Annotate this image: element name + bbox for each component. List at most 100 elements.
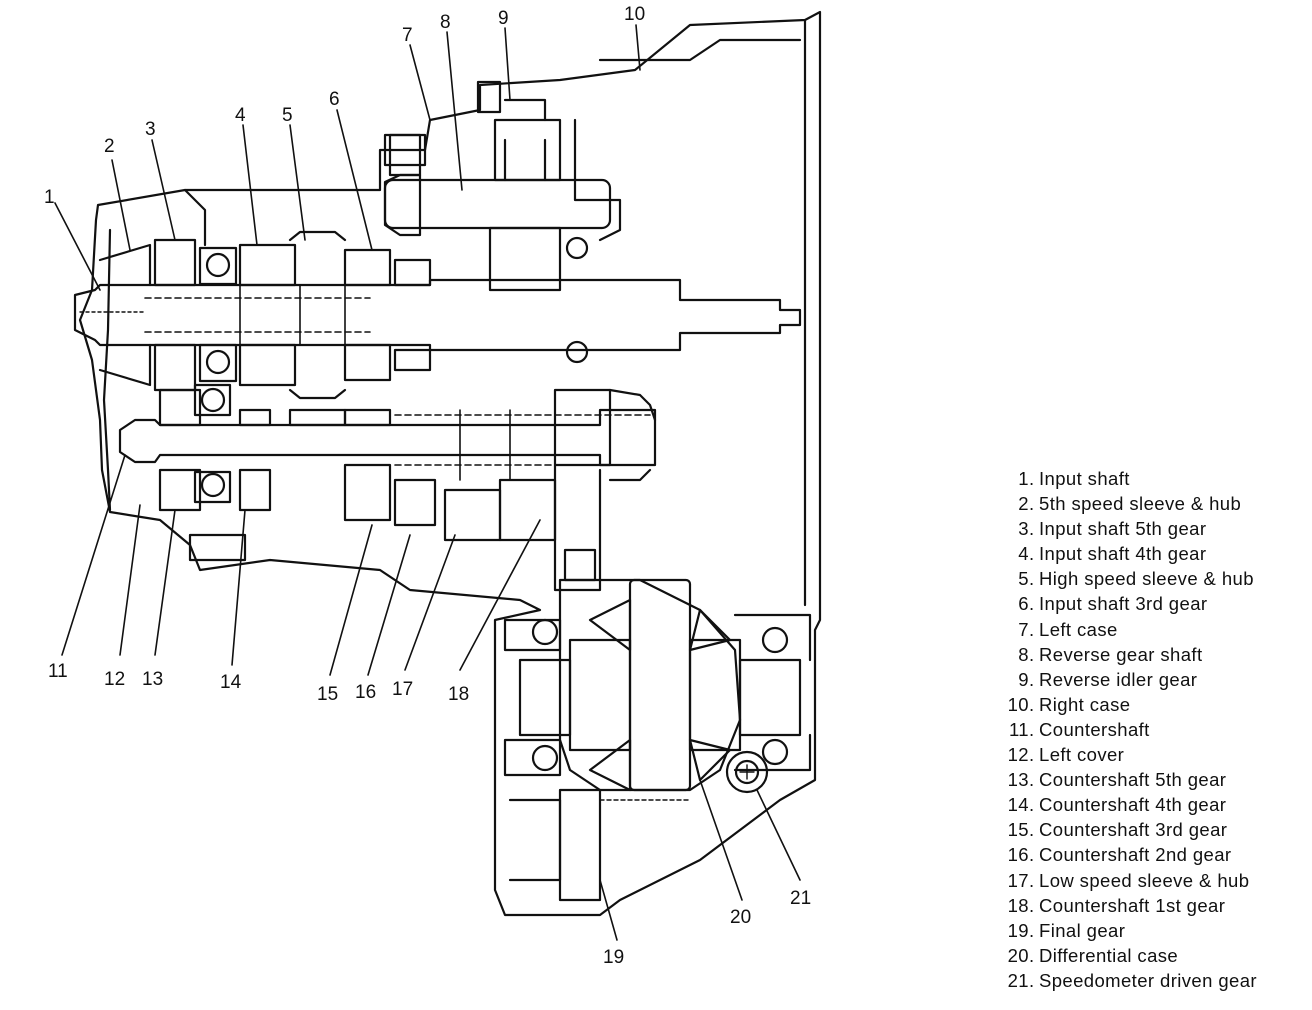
- legend-number: 19: [1007, 919, 1029, 941]
- legend-label: Countershaft: [1039, 718, 1150, 740]
- legend-label: Reverse idler gear: [1039, 668, 1198, 690]
- housing-outline: [78, 10, 822, 917]
- legend-item: 2.5th speed sleeve & hub: [1003, 491, 1257, 516]
- callout-19: 19: [603, 947, 624, 968]
- legend-number: 18: [1007, 894, 1029, 916]
- legend-label: Countershaft 5th gear: [1039, 769, 1227, 791]
- reverse-idler-gear: [488, 98, 562, 292]
- callout-12: 12: [104, 669, 125, 690]
- legend-number: 3: [1018, 518, 1029, 540]
- callout-15: 15: [317, 684, 338, 705]
- legend-label: Input shaft: [1039, 468, 1130, 489]
- legend-label: Final gear: [1039, 919, 1126, 941]
- callout-4: 4: [235, 105, 246, 126]
- callout-2: 2: [104, 136, 115, 157]
- legend-label: High speed sleeve & hub: [1039, 568, 1254, 590]
- legend-number: 10: [1007, 693, 1029, 715]
- callout-9: 9: [498, 8, 509, 29]
- callout-1: 1: [44, 187, 55, 208]
- callout-20: 20: [730, 907, 751, 928]
- callout-5: 5: [282, 105, 293, 126]
- legend-label: Countershaft 2nd gear: [1039, 844, 1232, 866]
- callout-numbers: 1 2 3 4 5 6 7 8 9 10 11 12 13 14 15 16 1…: [44, 4, 811, 968]
- speedometer-driven-gear: [725, 750, 769, 794]
- legend-number: 1: [1018, 468, 1029, 489]
- callout-10: 10: [624, 4, 645, 25]
- legend-number: 14: [1007, 794, 1029, 816]
- input-shaft-gears: [98, 230, 432, 400]
- callout-17: 17: [392, 679, 413, 700]
- parts-legend: 1.Input shaft 2.5th speed sleeve & hub 3…: [1003, 466, 1257, 993]
- legend-label: Input shaft 5th gear: [1039, 518, 1207, 540]
- legend-label: Countershaft 1st gear: [1039, 894, 1226, 916]
- legend-number: 21: [1007, 969, 1029, 991]
- legend-label: Right case: [1039, 693, 1131, 715]
- legend-label: Reverse gear shaft: [1039, 643, 1203, 665]
- callout-6: 6: [329, 89, 340, 110]
- legend-item: 17.Low speed sleeve & hub: [1003, 868, 1257, 893]
- case-bolts: [383, 80, 597, 582]
- legend-label: Left case: [1039, 618, 1118, 640]
- legend-label: Input shaft 4th gear: [1039, 543, 1207, 565]
- callout-8: 8: [440, 12, 451, 33]
- legend-item: 16.Countershaft 2nd gear: [1003, 842, 1257, 867]
- legend-number: 8: [1018, 643, 1029, 665]
- legend-item: 8.Reverse gear shaft: [1003, 642, 1257, 667]
- callout-14: 14: [220, 672, 242, 693]
- callout-3: 3: [145, 119, 156, 140]
- legend-item: 20.Differential case: [1003, 943, 1257, 968]
- legend-item: 9.Reverse idler gear: [1003, 667, 1257, 692]
- legend-item: 4.Input shaft 4th gear: [1003, 541, 1257, 566]
- legend-number: 4: [1018, 543, 1029, 565]
- legend-item: 6.Input shaft 3rd gear: [1003, 591, 1257, 616]
- legend-item: 1.Input shaft: [1003, 466, 1257, 491]
- legend-item: 14.Countershaft 4th gear: [1003, 792, 1257, 817]
- legend-number: 12: [1007, 744, 1029, 766]
- callout-7: 7: [402, 25, 413, 46]
- legend-number: 16: [1007, 844, 1029, 866]
- legend-label: Differential case: [1039, 944, 1179, 966]
- legend-number: 11: [1008, 718, 1029, 740]
- input-shaft-bearings: [198, 236, 589, 383]
- leader-lines: [54, 24, 801, 941]
- legend-number: 9: [1018, 668, 1029, 690]
- left-cover-outline: [102, 228, 112, 512]
- legend-label: Countershaft 4th gear: [1039, 794, 1227, 816]
- legend-number: 15: [1007, 819, 1029, 841]
- countershaft-bearings: [188, 383, 247, 562]
- legend-item: 19.Final gear: [1003, 918, 1257, 943]
- legend-item: 3.Input shaft 5th gear: [1003, 516, 1257, 541]
- legend-item: 7.Left case: [1003, 617, 1257, 642]
- legend-number: 7: [1018, 618, 1029, 640]
- legend-item: 11.Countershaft: [1003, 717, 1257, 742]
- legend-number: 17: [1007, 869, 1029, 891]
- legend-item: 21.Speedometer driven gear: [1003, 968, 1257, 993]
- callout-11: 11: [48, 661, 68, 682]
- countershaft-gears: [158, 388, 657, 592]
- legend-label: Left cover: [1039, 744, 1125, 766]
- legend-number: 2: [1018, 493, 1029, 515]
- callout-13: 13: [142, 669, 163, 690]
- legend-item: 12.Left cover: [1003, 742, 1257, 767]
- legend-number: 20: [1007, 944, 1029, 966]
- legend-label: Countershaft 3rd gear: [1039, 819, 1228, 841]
- legend-label: Speedometer driven gear: [1039, 969, 1257, 991]
- legend-item: 13.Countershaft 5th gear: [1003, 767, 1257, 792]
- callout-16: 16: [355, 682, 376, 703]
- callout-18: 18: [448, 684, 469, 705]
- legend-item: 5.High speed sleeve & hub: [1003, 566, 1257, 591]
- legend-number: 6: [1018, 593, 1029, 615]
- legend-item: 10.Right case: [1003, 692, 1257, 717]
- legend-label: Low speed sleeve & hub: [1039, 869, 1250, 891]
- legend-number: 5: [1018, 568, 1029, 590]
- legend-label: Input shaft 3rd gear: [1039, 593, 1208, 615]
- callout-21: 21: [790, 888, 811, 909]
- legend-number: 13: [1007, 769, 1029, 791]
- legend-item: 15.Countershaft 3rd gear: [1003, 817, 1257, 842]
- legend-item: 18.Countershaft 1st gear: [1003, 893, 1257, 918]
- final-gear: [508, 788, 691, 902]
- legend-label: 5th speed sleeve & hub: [1039, 493, 1242, 515]
- input-shaft: [73, 278, 802, 352]
- differential-case: [503, 578, 812, 792]
